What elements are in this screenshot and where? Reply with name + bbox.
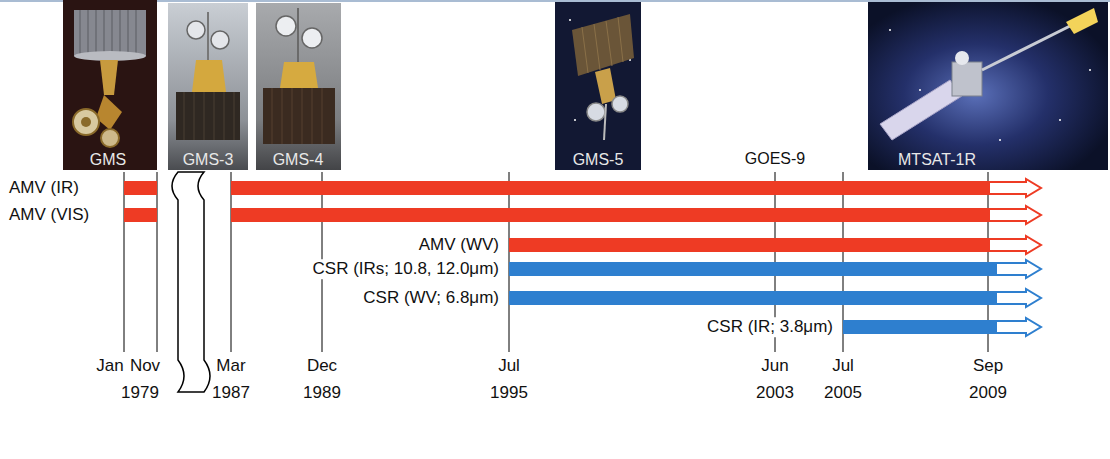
month-label: Jun xyxy=(761,356,788,376)
year-label: 2009 xyxy=(969,383,1007,403)
month-label: Jan xyxy=(96,356,123,376)
year-label: 2005 xyxy=(824,383,862,403)
top-rule xyxy=(0,0,1110,2)
satellite-photo xyxy=(168,3,248,170)
product-label: AMV (VIS) xyxy=(6,205,92,225)
satellite-photo xyxy=(868,2,1108,170)
month-label: Dec xyxy=(307,356,337,376)
satellite-name: GMS-5 xyxy=(573,151,624,169)
continuing-arrow xyxy=(996,260,1041,336)
axis-break xyxy=(172,172,210,392)
continuing-arrow xyxy=(989,179,1041,254)
product-label: CSR (IR; 3.8μm) xyxy=(704,317,836,337)
product-label: AMV (IR) xyxy=(6,178,82,198)
year-label: 1987 xyxy=(212,383,250,403)
satellite-name: GOES-9 xyxy=(742,150,808,168)
product-label: CSR (WV; 6.8μm) xyxy=(360,288,502,308)
month-label: Nov xyxy=(130,356,160,376)
satellite-name: GMS-4 xyxy=(273,151,324,169)
year-label: 2003 xyxy=(756,383,794,403)
satellite-name: MTSAT-1R xyxy=(898,151,976,169)
amv-bar xyxy=(124,181,988,252)
month-label: Jul xyxy=(498,356,520,376)
month-label: Mar xyxy=(216,356,245,376)
year-label: 1979 xyxy=(121,383,159,403)
product-label: AMV (WV) xyxy=(416,235,502,255)
satellite-name: GMS xyxy=(90,151,126,169)
satellite-photo xyxy=(256,3,341,170)
product-label: CSR (IRs; 10.8, 12.0μm) xyxy=(310,259,502,279)
year-label: 1995 xyxy=(490,383,528,403)
satellite-name: GMS-3 xyxy=(183,151,234,169)
month-label: Jul xyxy=(832,356,854,376)
satellite-photo xyxy=(63,0,157,170)
month-label: Sep xyxy=(973,356,1003,376)
satellite-photo xyxy=(555,2,641,170)
year-label: 1989 xyxy=(303,383,341,403)
